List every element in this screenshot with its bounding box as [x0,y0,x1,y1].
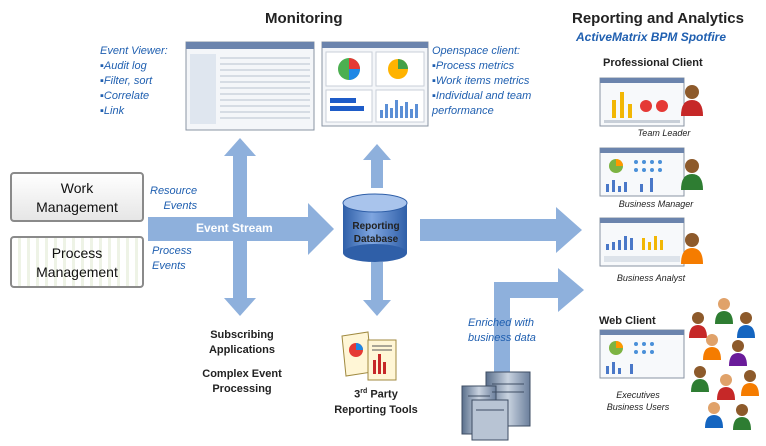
third-party-line2: Reporting Tools [334,403,418,416]
process-management-box: Process Management [10,236,144,288]
process-events-line2: Events [152,260,186,272]
third-party-suffix: Party [367,388,398,401]
work-management-line2: Management [36,199,118,215]
vertical-shaft [233,152,247,302]
enriched-line2: business data [468,332,536,344]
db-up-arrowhead [363,144,391,160]
database-line2: Database [353,234,399,245]
enriched-line1: Enriched with [468,317,535,329]
up-arrowhead [224,138,256,156]
work-management-box: Work Management [10,172,144,222]
openspace-title: Openspace client: [432,45,521,57]
openspace-item: Individual and team performance [432,89,544,119]
process-management-line1: Process [51,245,103,261]
complex-event-processing-label: Complex Event Processing [196,367,288,397]
event-viewer-screenshot [185,41,315,131]
openspace-item: Work items metrics [432,74,544,89]
event-viewer-item: Audit log [100,59,168,74]
web-users-line2: Business Users [606,402,670,412]
third-party-superscript: rd [360,388,368,395]
work-management-line1: Work [60,180,94,196]
document-icon [341,331,397,381]
resource-events-label: Resource Events [150,184,197,214]
professional-client-label: Professional Client [603,57,703,69]
down-arrowhead [224,298,256,316]
web-users-caption: Executives Business Users [596,389,680,413]
web-users-line1: Executives [616,390,660,400]
event-viewer-item: Link [100,104,168,119]
process-events-line1: Process [152,245,192,257]
db-up-shaft [371,158,383,188]
dashboard-screenshot-icon [599,217,685,267]
database-icon [342,193,408,262]
role-caption: Business Manager [618,199,694,209]
enriched-label: Enriched with business data [468,316,536,346]
event-stream-label: Event Stream [196,221,273,235]
dashboard-screenshot-icon [599,329,685,379]
reporting-title: Reporting and Analytics [572,10,744,27]
user-icon [681,85,703,116]
subscribing-applications-label: Subscribing Applications [200,328,284,358]
enriched-elbow-arrow [494,268,584,372]
cep-line1: Complex Event [202,368,282,380]
third-party-line1: 3rd Party [326,384,426,403]
event-viewer-text: Event Viewer: Audit log Filter, sort Cor… [100,44,168,119]
role-caption: Team Leader [637,128,691,138]
database-line1: Reporting [352,221,400,232]
server-icon [461,371,531,441]
process-events-label: Process Events [152,244,192,274]
openspace-item: Process metrics [432,59,544,74]
monitoring-title: Monitoring [265,10,343,27]
third-party-label: 3rd Party Reporting Tools [326,384,426,418]
third-party-prefix: 3 [354,388,361,401]
event-viewer-title: Event Viewer: [100,45,168,57]
resource-events-line1: Resource [150,185,198,197]
database-label: Reporting Database [346,220,406,246]
process-management-line2: Management [36,264,118,280]
dashboard-screenshot-icon [599,147,685,197]
reporting-arrow [420,207,582,253]
dashboard-screenshot-icon [599,77,685,127]
event-viewer-item: Correlate [100,89,168,104]
subscribing-line1: Subscribing [210,329,274,341]
db-down-shaft [371,262,383,302]
user-group-icon [689,298,759,430]
role-caption: Business Analyst [616,273,686,283]
db-down-arrowhead [363,300,391,316]
web-client-label: Web Client [599,315,656,327]
cep-line2: Processing [212,383,272,395]
user-icon [681,159,703,190]
openspace-text: Openspace client: Process metrics Work i… [432,44,544,119]
event-viewer-item: Filter, sort [100,74,168,89]
resource-events-line2: Events [163,200,198,212]
subscribing-line2: Applications [208,344,275,356]
user-icon [681,233,703,264]
openspace-screenshot [321,41,429,127]
reporting-subtitle: ActiveMatrix BPM Spotfire [576,30,727,44]
